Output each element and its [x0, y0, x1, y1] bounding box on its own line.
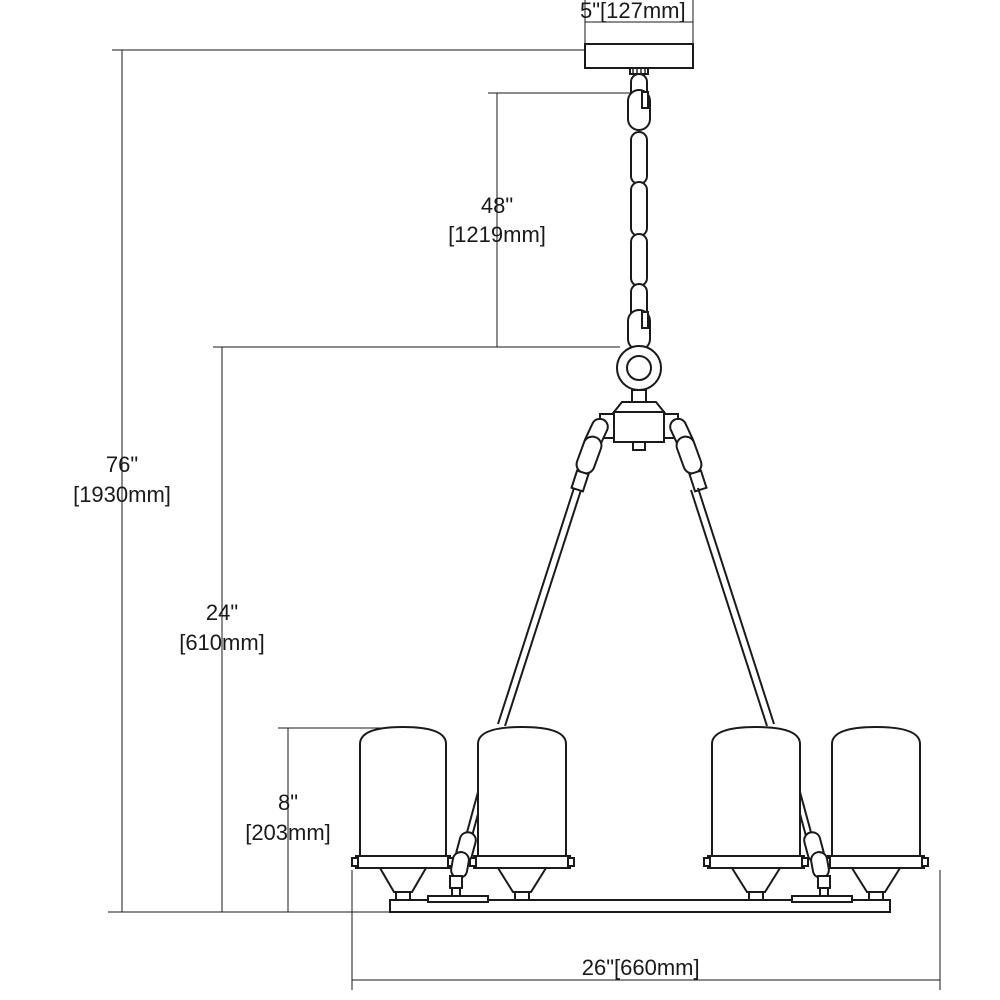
body-height-imperial: 24"	[206, 600, 238, 625]
chain-length-metric: [1219mm]	[448, 222, 546, 247]
dimension-labels: 5" [127mm] 48" [1219mm] 76" [1930mm] 24"…	[73, 0, 700, 980]
overall-width-metric: [660mm]	[614, 955, 700, 980]
hub	[599, 345, 679, 451]
body-height-metric: [610mm]	[179, 630, 265, 655]
right-hook-hardware	[669, 417, 708, 493]
bottom-frame	[389, 895, 891, 913]
dimension-lines	[108, 0, 941, 990]
overall-width-imperial: 26"	[582, 955, 614, 980]
canopy-width-imperial: 5"	[580, 0, 600, 23]
glass-shade-1	[351, 725, 455, 901]
glass-shade-2	[469, 725, 575, 901]
overall-height-metric: [1930mm]	[73, 482, 171, 507]
chain-length-imperial: 48"	[481, 193, 513, 218]
shade-height-imperial: 8"	[278, 790, 298, 815]
glass-shade-4	[823, 725, 929, 901]
right-lower-links	[803, 831, 831, 897]
canopy-width-metric: [127mm]	[600, 0, 686, 23]
chain	[627, 73, 651, 351]
canopy	[584, 43, 694, 75]
glass-shade-3	[703, 725, 809, 901]
left-lower-links	[449, 831, 477, 897]
shade-height-metric: [203mm]	[245, 820, 331, 845]
left-hook-hardware	[570, 417, 609, 493]
overall-height-imperial: 76"	[106, 452, 138, 477]
